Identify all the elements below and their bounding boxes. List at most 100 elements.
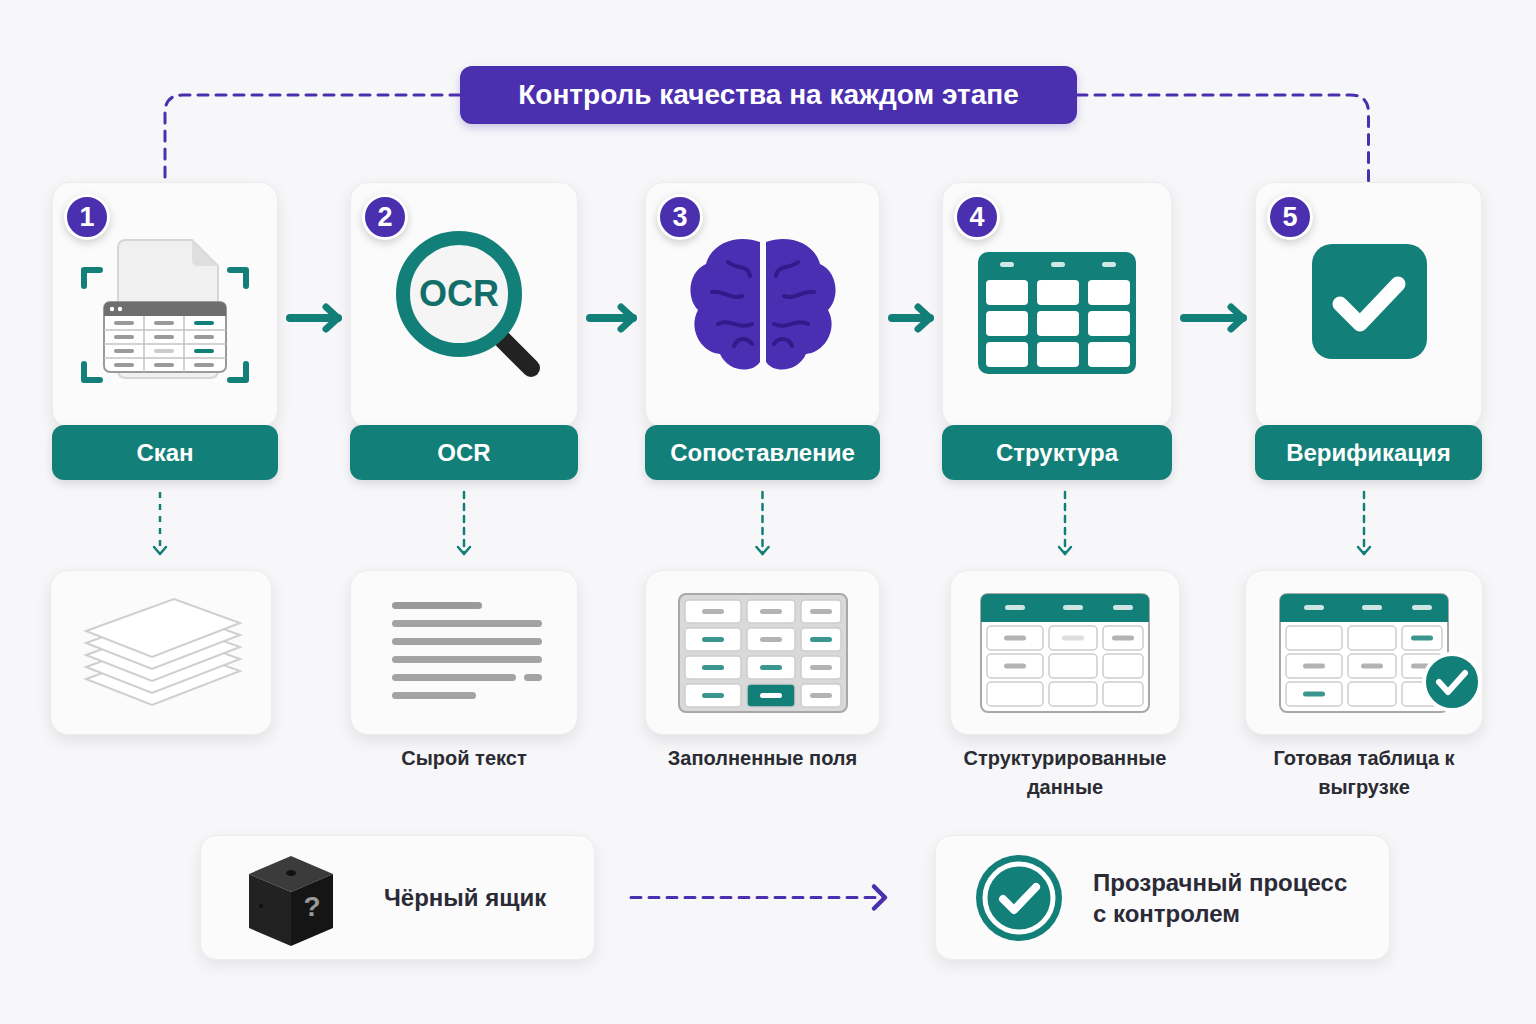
step-card: Сопоставление 3 [645, 182, 880, 480]
shape-part [154, 321, 174, 325]
shape-part [154, 335, 174, 339]
shape-part [702, 693, 724, 698]
shape-part [1103, 626, 1143, 650]
shape-part [1411, 636, 1433, 641]
shape-part [712, 262, 814, 346]
shape-part [1049, 626, 1097, 650]
step-label-pill: Верификация [1255, 425, 1482, 480]
shape-part [801, 600, 841, 623]
result-icon [965, 582, 1165, 722]
shape-part [747, 600, 795, 623]
shape-part [194, 363, 214, 367]
step-icon [70, 212, 260, 402]
result-arrow [463, 492, 466, 554]
panel-icon [974, 853, 1064, 943]
step-number-text: 3 [672, 204, 687, 231]
shape-part [1049, 654, 1097, 678]
shape-part [760, 637, 782, 642]
shape-part [104, 302, 226, 316]
shape-part [987, 626, 1043, 650]
shape-part [747, 684, 795, 707]
shape-part [154, 363, 174, 367]
shape-part [679, 594, 847, 712]
shape-part [986, 342, 1028, 367]
step-label: OCR [437, 439, 490, 467]
shape-part [114, 335, 134, 339]
shape-part [760, 665, 782, 670]
shape-part [1280, 594, 1448, 622]
shape-part [978, 252, 1136, 374]
shape-part [1412, 605, 1432, 610]
shape-part [1112, 636, 1134, 641]
shape-part [1402, 626, 1442, 650]
shape-part [194, 321, 214, 325]
result-icon [1264, 582, 1464, 722]
result-card: Заполненные поля [645, 570, 880, 805]
shape-part [1062, 636, 1084, 641]
shape-part [1037, 311, 1079, 336]
shape-part [986, 280, 1028, 305]
step-label-pill: OCR [350, 425, 578, 480]
panel-text: Чёрный ящик [384, 836, 584, 959]
result-icon [663, 582, 863, 722]
result-icon [364, 582, 564, 722]
shape-part [1088, 280, 1130, 305]
shape-part [760, 693, 782, 698]
step-number-text: 1 [79, 204, 94, 231]
shape-part [114, 321, 134, 325]
shape-part [1304, 605, 1324, 610]
step-label-pill: Скан [52, 425, 278, 480]
shape-part [1303, 692, 1325, 697]
shape-part [194, 349, 214, 353]
step-card: Структура4 [942, 182, 1172, 480]
shape-part [1280, 594, 1448, 712]
shape-part [286, 870, 296, 876]
shape-part [981, 594, 1149, 622]
shape-part [1113, 605, 1133, 610]
shape-part [810, 637, 832, 642]
shape-part [1340, 284, 1398, 324]
step-label: Скан [136, 439, 193, 467]
shape-part [104, 316, 226, 372]
transition-arrow [631, 896, 885, 899]
shape-part [690, 239, 760, 370]
flow-arrow [290, 314, 338, 322]
shape-part [1362, 605, 1382, 610]
shape-part [154, 349, 174, 353]
title-text: Контроль качества на каждом этапе [518, 79, 1019, 111]
step-icon [1274, 212, 1464, 402]
shape-part [1286, 682, 1342, 706]
shape-part [1000, 262, 1014, 267]
shape-part [985, 864, 1053, 932]
black-box-panel: Чёрный ящик? [200, 835, 595, 960]
title-band: Контроль качества на каждом этапе [460, 66, 1077, 124]
arrow-head [154, 547, 166, 554]
shape-part [392, 656, 542, 663]
shape-part [1103, 682, 1143, 706]
quality-control-line [165, 95, 460, 182]
shape-part [192, 240, 218, 266]
shape-part [392, 620, 542, 627]
step-label: Сопоставление [670, 439, 855, 467]
shape-part [114, 349, 134, 353]
step-number: 3 [657, 194, 703, 240]
flow-arrow [892, 314, 930, 322]
result-card: Готовая таблица к выгрузке [1245, 570, 1483, 805]
shape-part [86, 599, 240, 657]
step-number: 5 [1267, 194, 1313, 240]
shape-part [1286, 626, 1342, 650]
shape-part [685, 600, 741, 623]
shape-part [392, 602, 482, 609]
result-card: Структурированные данные [950, 570, 1180, 805]
step-icon [668, 212, 858, 402]
shape-part [702, 637, 724, 642]
shape-part [801, 684, 841, 707]
shape-part [702, 665, 724, 670]
shape-part [986, 311, 1028, 336]
step-number-text: 5 [1282, 204, 1297, 231]
shape-part [747, 628, 795, 651]
shape-part [1037, 342, 1079, 367]
shape-part [1439, 673, 1465, 692]
shape-part [1312, 244, 1427, 359]
shape-part [685, 684, 741, 707]
